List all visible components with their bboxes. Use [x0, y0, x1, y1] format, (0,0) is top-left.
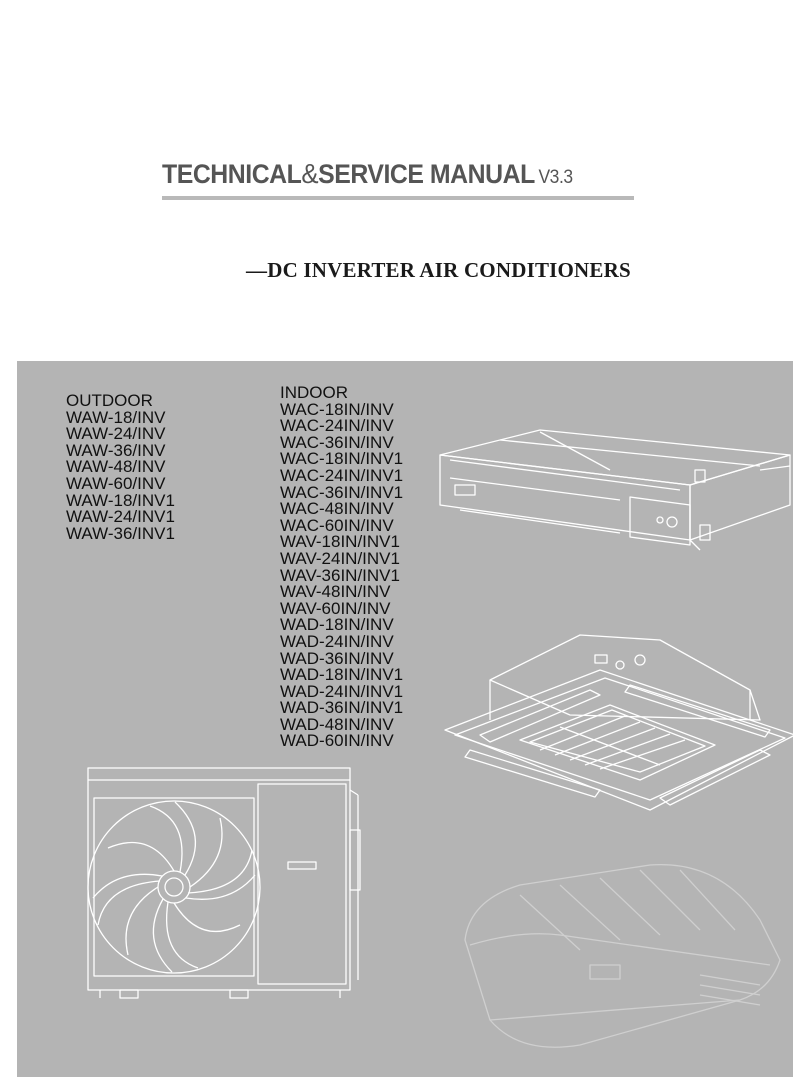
version-label: V3.3	[538, 167, 573, 188]
outdoor-model: WAW-36/INV	[66, 440, 166, 460]
indoor-model: WAC-36IN/INV1	[280, 482, 404, 502]
indoor-model: WAD-24IN/INV1	[280, 681, 404, 701]
indoor-model: WAD-24IN/INV	[280, 631, 394, 651]
indoor-model: WAC-48IN/INV	[280, 499, 394, 519]
outdoor-model: WAW-24/INV1	[66, 507, 175, 527]
indoor-model: WAV-36IN/INV1	[280, 565, 400, 585]
outdoor-model: WAW-18/INV	[66, 407, 166, 427]
title-underline	[162, 196, 634, 200]
indoor-model: WAD-36IN/INV	[280, 648, 394, 668]
outdoor-model: WAW-60/INV	[66, 473, 166, 493]
indoor-model: WAC-24IN/INV	[280, 416, 394, 436]
indoor-model: WAC-24IN/INV1	[280, 465, 404, 485]
ducted-unit-illustration	[439, 429, 791, 551]
outdoor-model-list: OUTDOOR WAW-18/INV WAW-24/INV WAW-36/INV…	[66, 391, 175, 543]
outdoor-model: WAW-24/INV	[66, 424, 166, 444]
indoor-model: WAD-18IN/INV	[280, 615, 394, 635]
indoor-model: WAD-18IN/INV1	[280, 665, 404, 685]
outdoor-model: WAW-36/INV1	[66, 523, 175, 543]
indoor-model: WAC-60IN/INV	[280, 515, 394, 535]
title-text-rest: SERVICE MANUAL	[318, 159, 535, 189]
indoor-model: WAD-60IN/INV	[280, 731, 394, 751]
indoor-heading: INDOOR	[280, 383, 348, 402]
manual-subtitle: —DC INVERTER AIR CONDITIONERS	[246, 258, 631, 282]
outdoor-unit-illustration	[87, 767, 361, 999]
indoor-model-list: INDOOR WAC-18IN/INV WAC-24IN/INV WAC-36I…	[280, 383, 404, 751]
title-text: TECHNICAL	[162, 159, 302, 189]
cassette-unit-illustration	[444, 634, 796, 811]
indoor-model: WAV-18IN/INV1	[280, 532, 400, 552]
outdoor-model: WAW-18/INV1	[66, 490, 175, 510]
indoor-model: WAV-48IN/INV	[280, 582, 391, 602]
indoor-model: WAC-36IN/INV	[280, 432, 394, 452]
indoor-model: WAD-48IN/INV	[280, 714, 394, 734]
ceiling-unit-illustration	[464, 863, 781, 1048]
outdoor-heading: OUTDOOR	[66, 391, 153, 410]
title-ampersand: &	[301, 158, 319, 189]
indoor-model: WAV-60IN/INV	[280, 598, 391, 618]
outdoor-model: WAW-48/INV	[66, 457, 166, 477]
indoor-model: WAC-18IN/INV	[280, 399, 394, 419]
indoor-model: WAV-24IN/INV1	[280, 548, 400, 568]
indoor-model: WAC-18IN/INV1	[280, 449, 404, 469]
cover-panel	[17, 361, 793, 1077]
indoor-model: WAD-36IN/INV1	[280, 698, 404, 718]
